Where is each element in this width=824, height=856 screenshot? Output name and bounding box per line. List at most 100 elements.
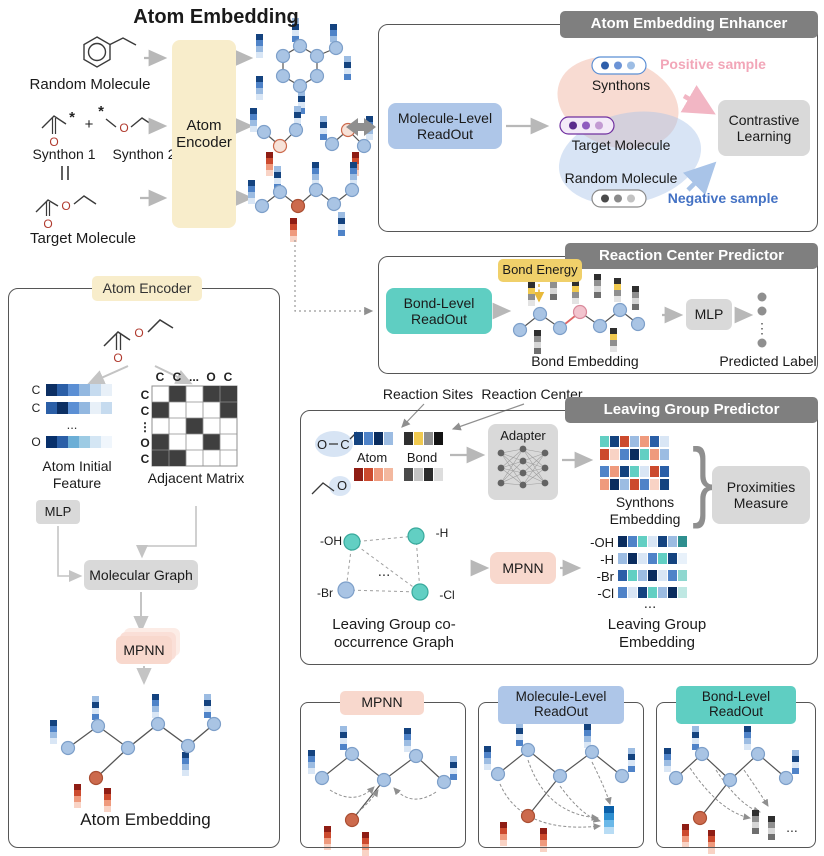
ester-oxygen-2: O [134,326,143,340]
dotted-connector [294,240,374,316]
legend-mpnn-graph [308,726,457,856]
target-oxygen-1: O [43,217,52,231]
embedding-graph-ring [256,18,351,114]
fragment1-carbon: C [340,437,349,452]
embedding-graph-target [248,162,360,242]
synthon2-structure-icon: * O [98,103,155,135]
matrix-left-label: C [141,452,150,466]
target-oxygen-2: O [61,199,70,213]
benzene-molecule-icon [83,36,137,68]
positive-arrow [680,85,716,115]
double-arrow-icon [346,118,376,136]
bond-embedding-graph [512,274,646,354]
target-molecule-label: Target Molecule [30,230,136,247]
feature-rows-ellipsis: ... [67,417,78,432]
fragment1-oxygen: O [317,437,327,452]
ester-oxygen-1: O [113,351,122,365]
encoder-internal-connectors [57,506,197,685]
matrix-top-label: C [156,370,165,384]
atom-bond-feature-rows [354,432,443,481]
contrastive-learning-block: Contrastive Learning [718,100,810,156]
proximities-measure-block: Proximities Measure [712,466,810,524]
legend-mpnn-box [300,702,466,848]
atom-initial-feature-rows: C C ... O [31,383,112,449]
lg-embedding-h-label: -H [600,552,614,567]
lg-embedding-cl-label: -Cl [597,586,614,601]
site-center-arrows [401,403,525,431]
feature-row-label: O [31,435,40,449]
adjacency-matrix: C C ... O C C C ⋮ O C [139,370,238,467]
adapter-label: Adapter [500,428,546,443]
atom-initial-feature-label: Atom Initial Feature [42,458,112,491]
matrix-left-label: O [140,436,149,450]
matrix-top-label: O [206,370,215,384]
synthon2-oxygen: O [119,121,128,135]
lg-graph-ellipsis: ... [378,563,391,580]
mlp-block-rcp: MLP [686,299,732,330]
legend-bond-readout-graph: ... [664,726,799,854]
bond-column-label: Bond [406,450,438,465]
molecular-graph-block: Molecular Graph [84,560,198,590]
random-molecule-capsule [591,189,647,208]
predicted-label-dots: ⋮ [755,292,769,348]
legend-mpnn-title: MPNN [340,691,424,715]
target-molecule-venn-label: Target Molecule [571,137,671,153]
random-molecule-venn-label: Random Molecule [564,170,678,186]
fragment2-oxygen: O [337,478,347,493]
atom-encoder-block: Atom Encoder [172,40,236,228]
synthons-label: Synthons [591,77,651,93]
lg-node-oh-label: -OH [320,534,342,548]
leaving-group-embedding-rows: ... [618,536,687,612]
target-molecule-structure-icon: O O [35,195,97,231]
lg-cooccurrence-graph-label: Leaving Group co-occurrence Graph [332,616,456,651]
leaving-group-cooccurrence-graph: ... [337,527,429,601]
leaving-group-predictor-title: Leaving Group Predictor [565,397,818,423]
predicted-label-text: Predicted Label [719,353,817,369]
bond-level-readout-block: Bond-Level ReadOut [386,288,492,334]
final-atom-embedding-graph [50,694,222,812]
adapter-block: Adapter [488,424,558,500]
bond-embedding-label: Bond Embedding [531,353,639,369]
predicted-label-ellipsis: ⋮ [755,320,769,336]
lg-node-h-label: -H [435,526,449,540]
ester-molecule-icon: O O [103,319,174,365]
matrix-top-label: C [224,370,233,384]
atom-encoder-detail-title: Atom Encoder [92,276,202,301]
equivalence-icon [61,166,69,180]
mpnn-block-lgp: MPNN [490,552,556,584]
leaving-group-predictor-box [300,410,818,665]
encoder-diverge-arrows [87,365,193,385]
lgp-flow-arrows [450,446,594,577]
synthons-embedding-rows [600,436,669,490]
atom-embedding-output-label: Atom Embedding [80,810,211,829]
encoder-input-arrows [140,49,254,207]
bond-readout-ellipsis: ... [786,819,798,835]
legend-bond-readout-title: Bond-Level ReadOut [676,686,796,724]
mpnn-block-encoder: MPNN [116,636,172,664]
synthon-fragment-2-icon: O [311,476,351,496]
figure-title: Atom Embedding [133,6,299,28]
matrix-left-label: ⋮ [139,420,151,434]
legend-molecule-readout-graph [484,722,635,852]
synthon1-oxygen: O [49,135,58,149]
target-molecule-capsule [559,116,615,135]
matrix-left-label: C [141,404,150,418]
mlp-block-encoder: MLP [36,500,80,524]
matrix-top-label: ... [189,370,199,384]
synthon1-star: * [69,109,75,126]
synthon2-label: Synthon 2 [112,146,176,162]
positive-sample-label: Positive sample [660,56,766,72]
negative-arrow [682,161,717,196]
synthons-capsule [591,56,647,75]
atom-embedding-enhancer-title: Atom Embedding Enhancer [560,11,818,38]
lg-embedding-oh-label: -OH [590,535,614,550]
synthon1-structure-icon: O * [41,109,75,149]
reaction-center-label: Reaction Center [481,386,583,402]
reaction-sites-label: Reaction Sites [382,386,474,402]
lg-embedding-br-label: -Br [596,569,614,584]
negative-sample-label: Negative sample [667,190,779,206]
grouping-brace-icon: } [692,430,714,529]
feature-row-label: C [32,401,41,415]
